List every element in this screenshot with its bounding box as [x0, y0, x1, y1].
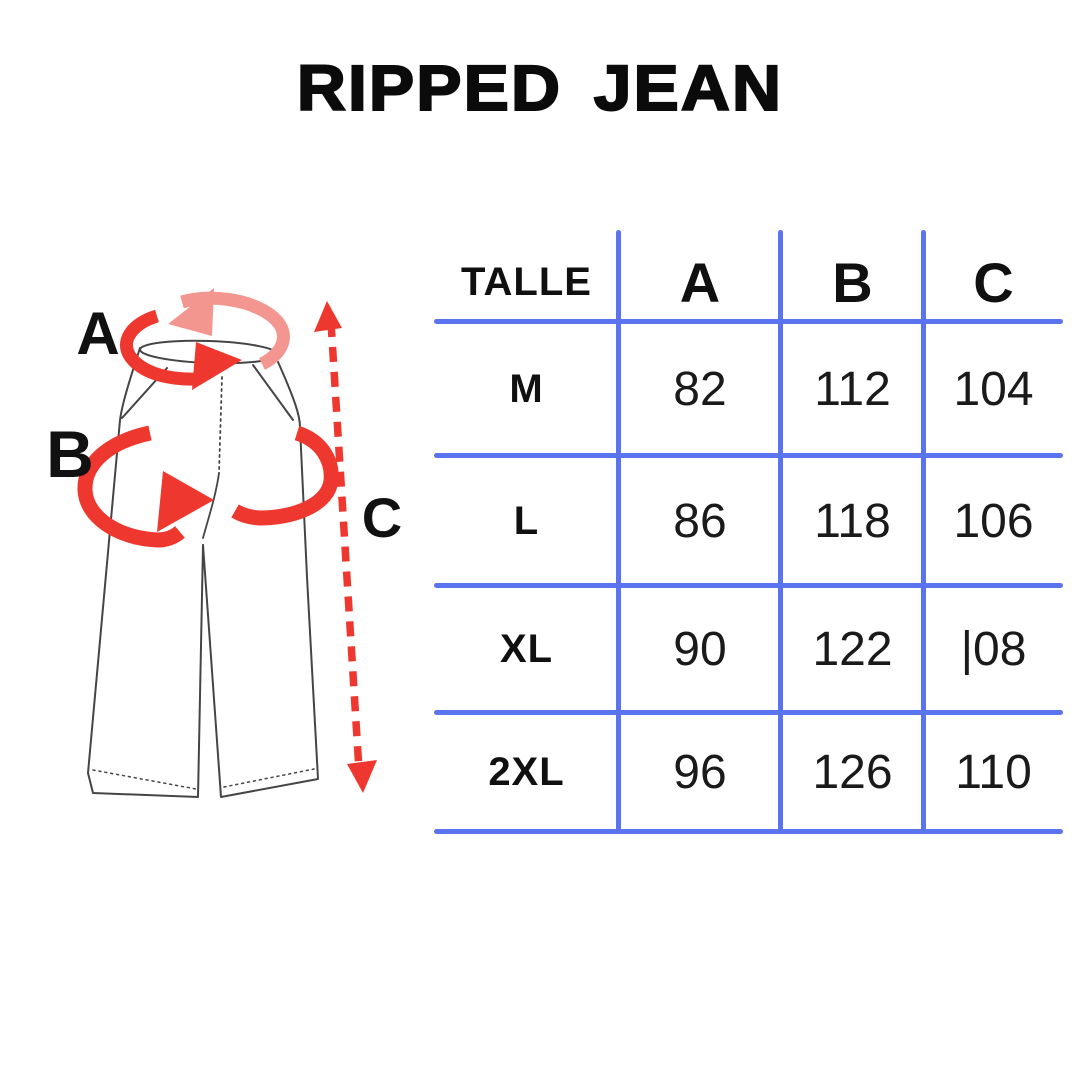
hip-measure-arrow-icon [77, 425, 339, 548]
table-grid-line [434, 829, 1063, 834]
row-xl-value-a: 90 [673, 623, 727, 676]
measure-label-a: A [76, 300, 119, 367]
row-m-size-label: M [509, 366, 544, 411]
row-l-value-c: 106 [953, 494, 1034, 548]
length-measure-arrow-icon [314, 301, 377, 793]
row-l-value-b: 118 [814, 494, 891, 548]
row-xl-value-c: |08 [960, 623, 1027, 676]
table-grid-line [921, 230, 926, 834]
header-cell-b: B [832, 250, 873, 314]
row-2xl-value-c: 110 [955, 746, 1032, 799]
row-m-value-b: 112 [814, 362, 891, 416]
table-grid-line [434, 453, 1063, 458]
jeans-measurement-diagram: A B C [46, 288, 402, 798]
row-m-value-a: 82 [673, 362, 727, 416]
row-xl-size-label: XL [499, 627, 554, 671]
table-grid-line [616, 230, 621, 834]
row-m-value-c: 104 [953, 362, 1034, 416]
measure-label-c: C [362, 486, 402, 549]
size-table: TALLE A B C M 82 112 104 L 86 118 106 XL… [434, 230, 1063, 840]
row-l-size-label: L [513, 498, 540, 543]
header-cell-c: C [973, 250, 1014, 314]
header-cell-a: A [679, 250, 721, 314]
row-2xl-size-label: 2XL [488, 750, 565, 794]
row-2xl-value-b: 126 [812, 746, 893, 799]
row-2xl-value-a: 96 [673, 746, 727, 799]
table-grid-line [434, 583, 1063, 588]
table-grid-line [434, 710, 1063, 715]
page-title: RIPPED JEAN [296, 52, 784, 124]
table-grid-line [778, 230, 783, 834]
jeans-illustration-icon [87, 339, 319, 798]
waist-measure-arrow-icon [120, 288, 290, 390]
size-table-grid: TALLE A B C M 82 112 104 L 86 118 106 XL… [434, 230, 1063, 832]
row-l-value-a: 86 [673, 494, 727, 548]
measure-label-b: B [46, 417, 94, 491]
header-cell-talle: TALLE [461, 259, 592, 304]
table-grid-line [434, 319, 1063, 324]
row-xl-value-b: 122 [812, 623, 893, 676]
